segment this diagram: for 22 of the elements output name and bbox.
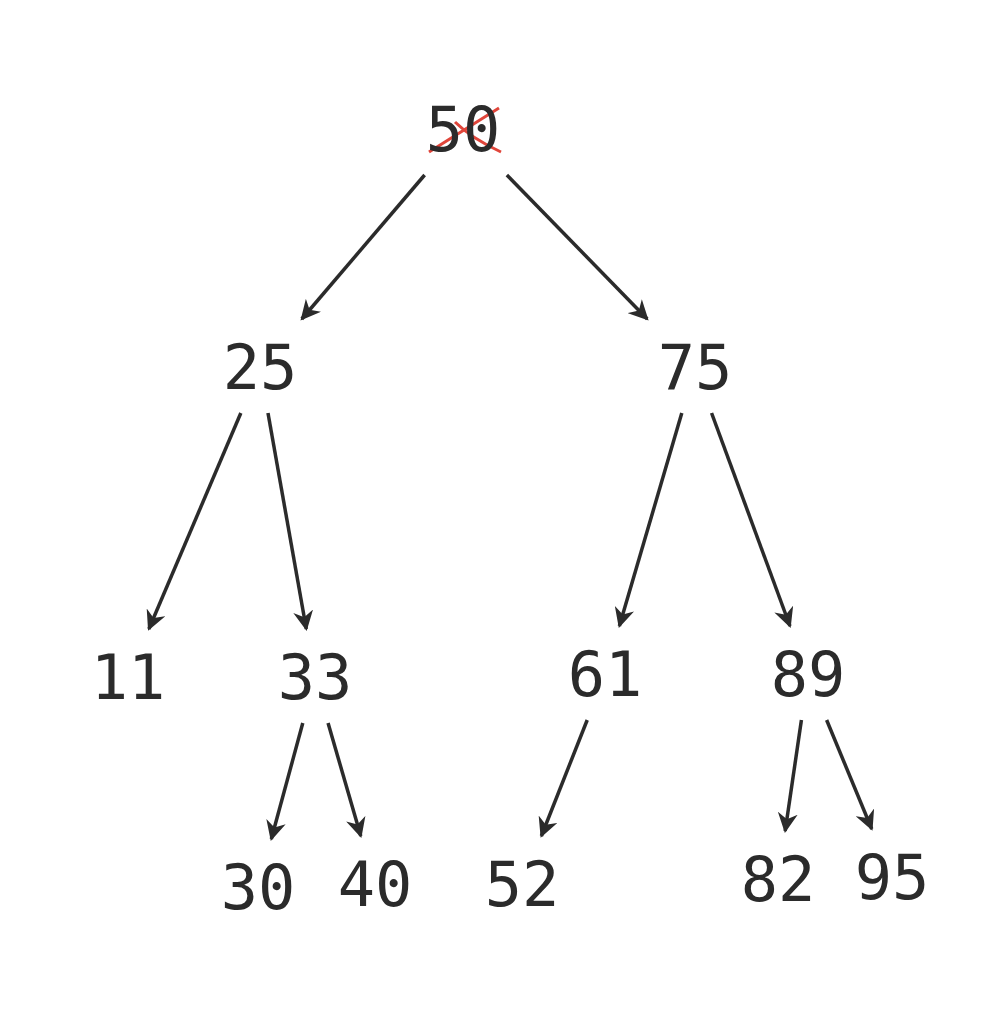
- tree-node-value: 95: [852, 843, 932, 913]
- tree-node-value: 11: [88, 643, 168, 713]
- arrow: [709, 412, 794, 628]
- arrow: [777, 719, 804, 833]
- tree-node-value: 75: [655, 333, 735, 403]
- arrow: [300, 173, 426, 321]
- arrow: [505, 173, 649, 321]
- tree-node-value: 52: [482, 850, 562, 920]
- tree-node-value: 30: [218, 853, 298, 923]
- tree-node-value: 61: [565, 640, 645, 710]
- arrow: [266, 412, 313, 631]
- arrow: [614, 412, 684, 628]
- tree-node-value: 25: [220, 333, 300, 403]
- arrow: [326, 722, 366, 838]
- arrow: [538, 719, 589, 838]
- tree-node-value: 40: [335, 850, 415, 920]
- arrow: [146, 412, 243, 631]
- arrow: [266, 722, 305, 841]
- tree-node-value: 33: [275, 643, 355, 713]
- tree-node-value: 82: [738, 845, 818, 915]
- tree-node-value: 89: [768, 640, 848, 710]
- arrow: [825, 719, 875, 831]
